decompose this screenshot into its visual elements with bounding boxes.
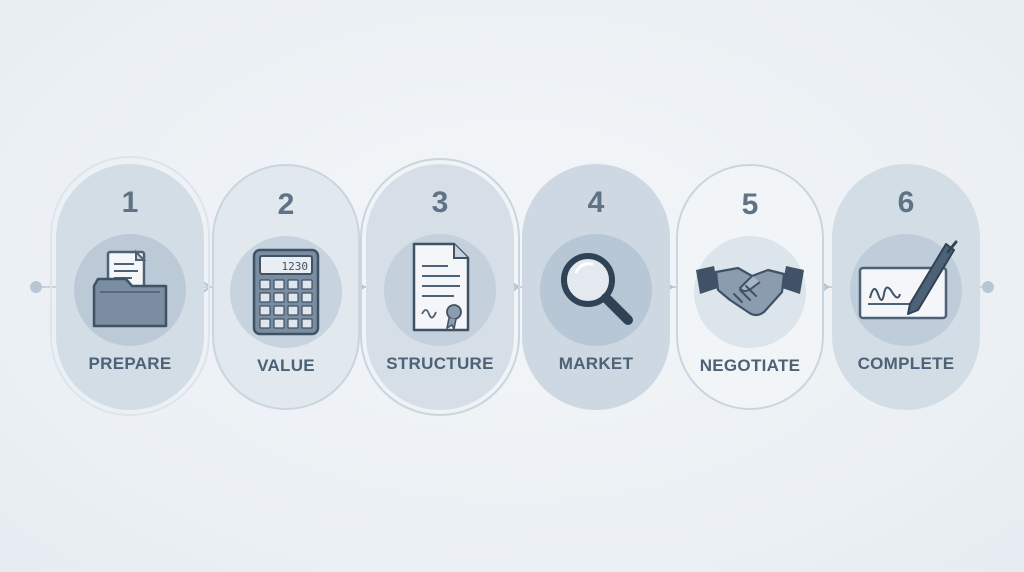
certificate-document-icon <box>412 242 470 332</box>
step-number: 3 <box>431 186 449 219</box>
step-label: MARKET <box>558 354 634 373</box>
icon-circle: 1230 <box>230 236 342 348</box>
magnifying-glass-icon <box>561 253 633 325</box>
step-negotiate: 5 NEGOTIATE <box>676 164 824 410</box>
step-label: NEGOTIATE <box>699 356 801 375</box>
handshake-icon <box>696 266 804 317</box>
step-value: 2 1230 VALUE <box>212 164 360 410</box>
icon-circle <box>850 234 962 346</box>
step-label: PREPARE <box>88 354 172 373</box>
arrow-right-icon <box>202 281 212 293</box>
icon-circle <box>384 234 496 346</box>
pen-signature-icon <box>858 240 958 320</box>
icon-circle <box>694 236 806 348</box>
calculator-icon: 1230 <box>252 248 320 336</box>
flow-end-dot <box>982 281 994 293</box>
step-number: 2 <box>277 188 295 221</box>
step-label: STRUCTURE <box>386 354 494 373</box>
step-number: 4 <box>587 186 605 219</box>
step-complete: 6 COMPLETE <box>832 164 980 410</box>
step-number: 6 <box>897 186 915 219</box>
step-label: VALUE <box>257 356 315 375</box>
step-prepare: 1 PREPARE <box>50 156 210 416</box>
calculator-display: 1230 <box>282 260 309 273</box>
flow-start-dot <box>30 281 42 293</box>
step-market: 4 MARKET <box>522 164 670 410</box>
step-number: 1 <box>121 186 139 219</box>
icon-circle <box>74 234 186 346</box>
step-number: 5 <box>741 188 759 221</box>
icon-circle <box>540 234 652 346</box>
folder-documents-icon <box>92 249 168 328</box>
step-label: COMPLETE <box>857 354 955 373</box>
step-structure: 3 STRUCTURE <box>360 158 520 416</box>
